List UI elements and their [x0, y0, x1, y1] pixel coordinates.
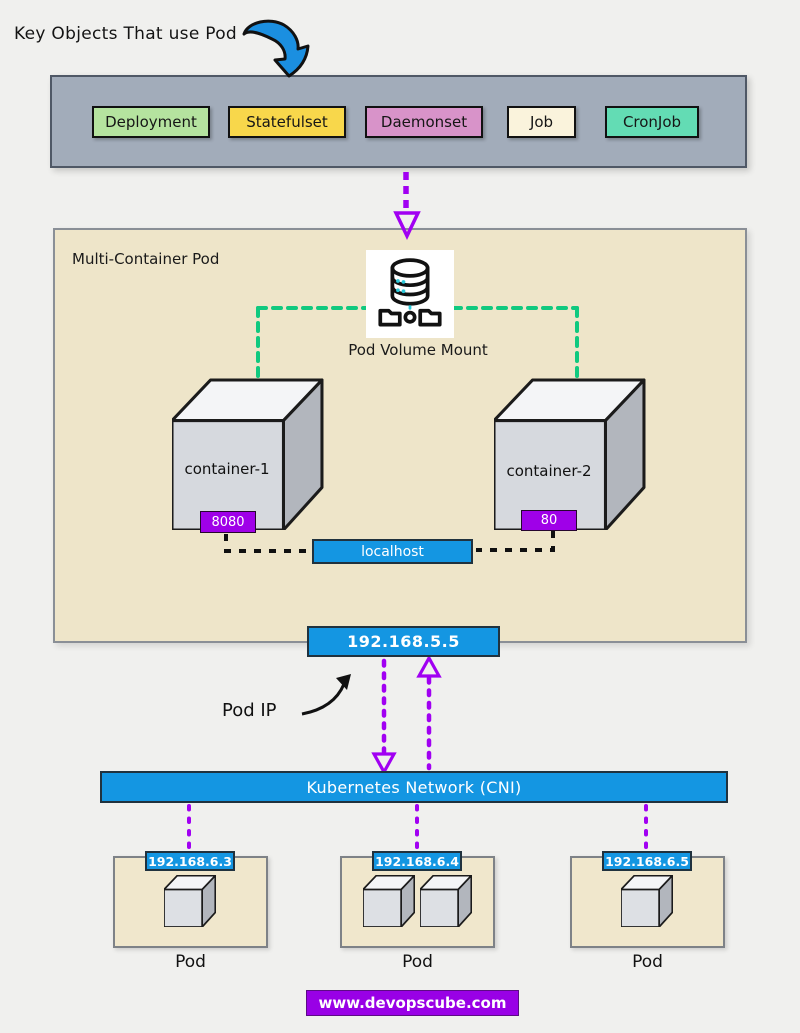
pod-ip-box: 192.168.5.5: [307, 626, 500, 657]
network-to-pods-lines: [187, 804, 648, 853]
localhost-box: localhost: [312, 539, 473, 564]
page-title: Key Objects That use Pod: [14, 24, 238, 44]
container-1-cube-icon: [172, 378, 324, 530]
container-2-port-badge: 80: [521, 510, 577, 531]
workload-label: Deployment: [105, 113, 197, 131]
podip-annotation-arrow: [301, 674, 351, 716]
pod-1-ip-badge: 192.168.6.3: [145, 851, 235, 871]
pod-panel-label: Multi-Container Pod: [72, 250, 220, 268]
pod-3-label: Pod: [632, 952, 663, 972]
workload-label: Daemonset: [380, 113, 468, 131]
pod-2-label: Pod: [402, 952, 433, 972]
workload-label: Job: [529, 113, 554, 131]
workload-statefulset: Statefulset: [228, 106, 346, 138]
workload-label: CronJob: [622, 113, 682, 131]
website-banner: www.devopscube.com: [306, 990, 519, 1016]
workload-deployment: Deployment: [92, 106, 210, 138]
pod-2-ip-badge: 192.168.6.4: [372, 851, 462, 871]
pod-3-ip-badge: 192.168.6.5: [602, 851, 692, 871]
kubernetes-network-bar: Kubernetes Network (CNI): [100, 771, 728, 803]
pod-3-container-cube-icon: [621, 875, 673, 927]
workload-job: Job: [507, 106, 576, 138]
container-1-port-badge: 8080: [200, 511, 256, 533]
container-1-label: container-1: [184, 460, 270, 478]
pod-1-container-cube-icon: [164, 875, 216, 927]
pod-1-label: Pod: [175, 952, 206, 972]
pod-volume-tile: [366, 250, 454, 338]
workload-label: Statefulset: [246, 113, 328, 131]
workloads-to-pod-arrow: [393, 172, 421, 241]
pod-2-container-cube-icon: [363, 875, 415, 927]
volume-database-icon: [378, 258, 442, 327]
container-2-cube-icon: [494, 378, 646, 530]
curved-arrow-icon: [242, 19, 310, 78]
container-2-label: container-2: [506, 462, 592, 480]
workloads-bar: Deployment Statefulset Daemonset Job Cro…: [50, 75, 747, 168]
pod-volume-label: Pod Volume Mount: [348, 341, 488, 359]
podip-network-arrows: [371, 654, 442, 776]
pod-ip-annotation: Pod IP: [222, 700, 277, 721]
workload-daemonset: Daemonset: [365, 106, 483, 138]
workload-cronjob: CronJob: [605, 106, 699, 138]
pod-2-container-cube-icon: [420, 875, 472, 927]
